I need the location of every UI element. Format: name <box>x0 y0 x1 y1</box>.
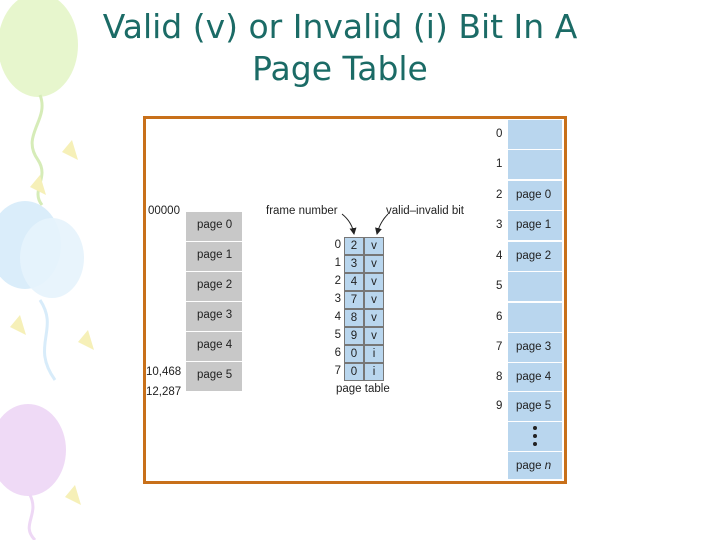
pt-frame-3: 7 <box>344 291 364 309</box>
ellipsis-dot <box>533 426 537 430</box>
pt-index-2: 2 <box>334 275 341 287</box>
frame-number-9: 9 <box>496 400 503 412</box>
slide-title: Valid (v) or Invalid (i) Bit In A Page T… <box>40 6 640 90</box>
title-line-2: Page Table <box>252 49 428 88</box>
logical-page-4: page 4 <box>186 331 242 361</box>
frame-number-label: frame number <box>266 205 338 217</box>
pt-index-0: 0 <box>334 239 341 251</box>
physical-frame-4: page 2 <box>508 241 562 271</box>
pt-index-4: 4 <box>334 311 341 323</box>
page-table-caption: page table <box>336 383 390 395</box>
pt-bit-0: v <box>364 237 384 255</box>
frame-n-variable: n <box>544 460 552 472</box>
physical-frame-9: page 5 <box>508 391 562 421</box>
frame-number-3: 3 <box>496 219 503 231</box>
logical-address-12287: 12,287 <box>146 386 182 398</box>
logical-address-10468: 10,468 <box>146 366 182 378</box>
frame-number-4: 4 <box>496 250 503 262</box>
pt-frame-2: 4 <box>344 273 364 291</box>
pt-bit-2: v <box>364 273 384 291</box>
frame-number-1: 1 <box>496 158 503 170</box>
pt-bit-3: v <box>364 291 384 309</box>
frame-number-6: 6 <box>496 311 503 323</box>
pt-frame-6: 0 <box>344 345 364 363</box>
pt-bit-4: v <box>364 309 384 327</box>
logical-page-5: page 5 <box>186 361 242 391</box>
title-line-1: Valid (v) or Invalid (i) Bit In A <box>102 7 578 46</box>
physical-frame-2: page 0 <box>508 180 562 210</box>
pt-bit-6: i <box>364 345 384 363</box>
frame-number-0: 0 <box>496 128 503 140</box>
logical-page-3: page 3 <box>186 301 242 331</box>
pt-index-7: 7 <box>334 365 341 377</box>
pt-index-6: 6 <box>334 347 341 359</box>
logical-start-address: 00000 <box>148 205 180 217</box>
logical-page-0: page 0 <box>186 211 242 241</box>
physical-frame-n: page n <box>508 451 562 479</box>
pt-bit-7: i <box>364 363 384 381</box>
frame-number-5: 5 <box>496 280 503 292</box>
ellipsis-dot <box>533 442 537 446</box>
pt-index-5: 5 <box>334 329 341 341</box>
pt-frame-7: 0 <box>344 363 364 381</box>
pt-index-3: 3 <box>334 293 341 305</box>
logical-page-1: page 1 <box>186 241 242 271</box>
logical-page-2: page 2 <box>186 271 242 301</box>
pt-bit-1: v <box>364 255 384 273</box>
physical-frame-6 <box>508 302 562 332</box>
pt-frame-5: 9 <box>344 327 364 345</box>
pt-frame-1: 3 <box>344 255 364 273</box>
frame-number-2: 2 <box>496 189 503 201</box>
physical-frame-7: page 3 <box>508 332 562 362</box>
pt-index-1: 1 <box>334 257 341 269</box>
physical-frame-5 <box>508 271 562 301</box>
pt-frame-4: 8 <box>344 309 364 327</box>
frame-number-7: 7 <box>496 341 503 353</box>
frame-n-prefix: page <box>516 460 545 472</box>
pt-bit-5: v <box>364 327 384 345</box>
physical-frame-0 <box>508 119 562 149</box>
physical-frame-3: page 1 <box>508 210 562 240</box>
ellipsis-dot <box>533 434 537 438</box>
valid-invalid-bit-label: valid–invalid bit <box>386 205 464 217</box>
pt-frame-0: 2 <box>344 237 364 255</box>
frame-number-8: 8 <box>496 371 503 383</box>
physical-frame-1 <box>508 149 562 179</box>
physical-frame-8: page 4 <box>508 362 562 392</box>
